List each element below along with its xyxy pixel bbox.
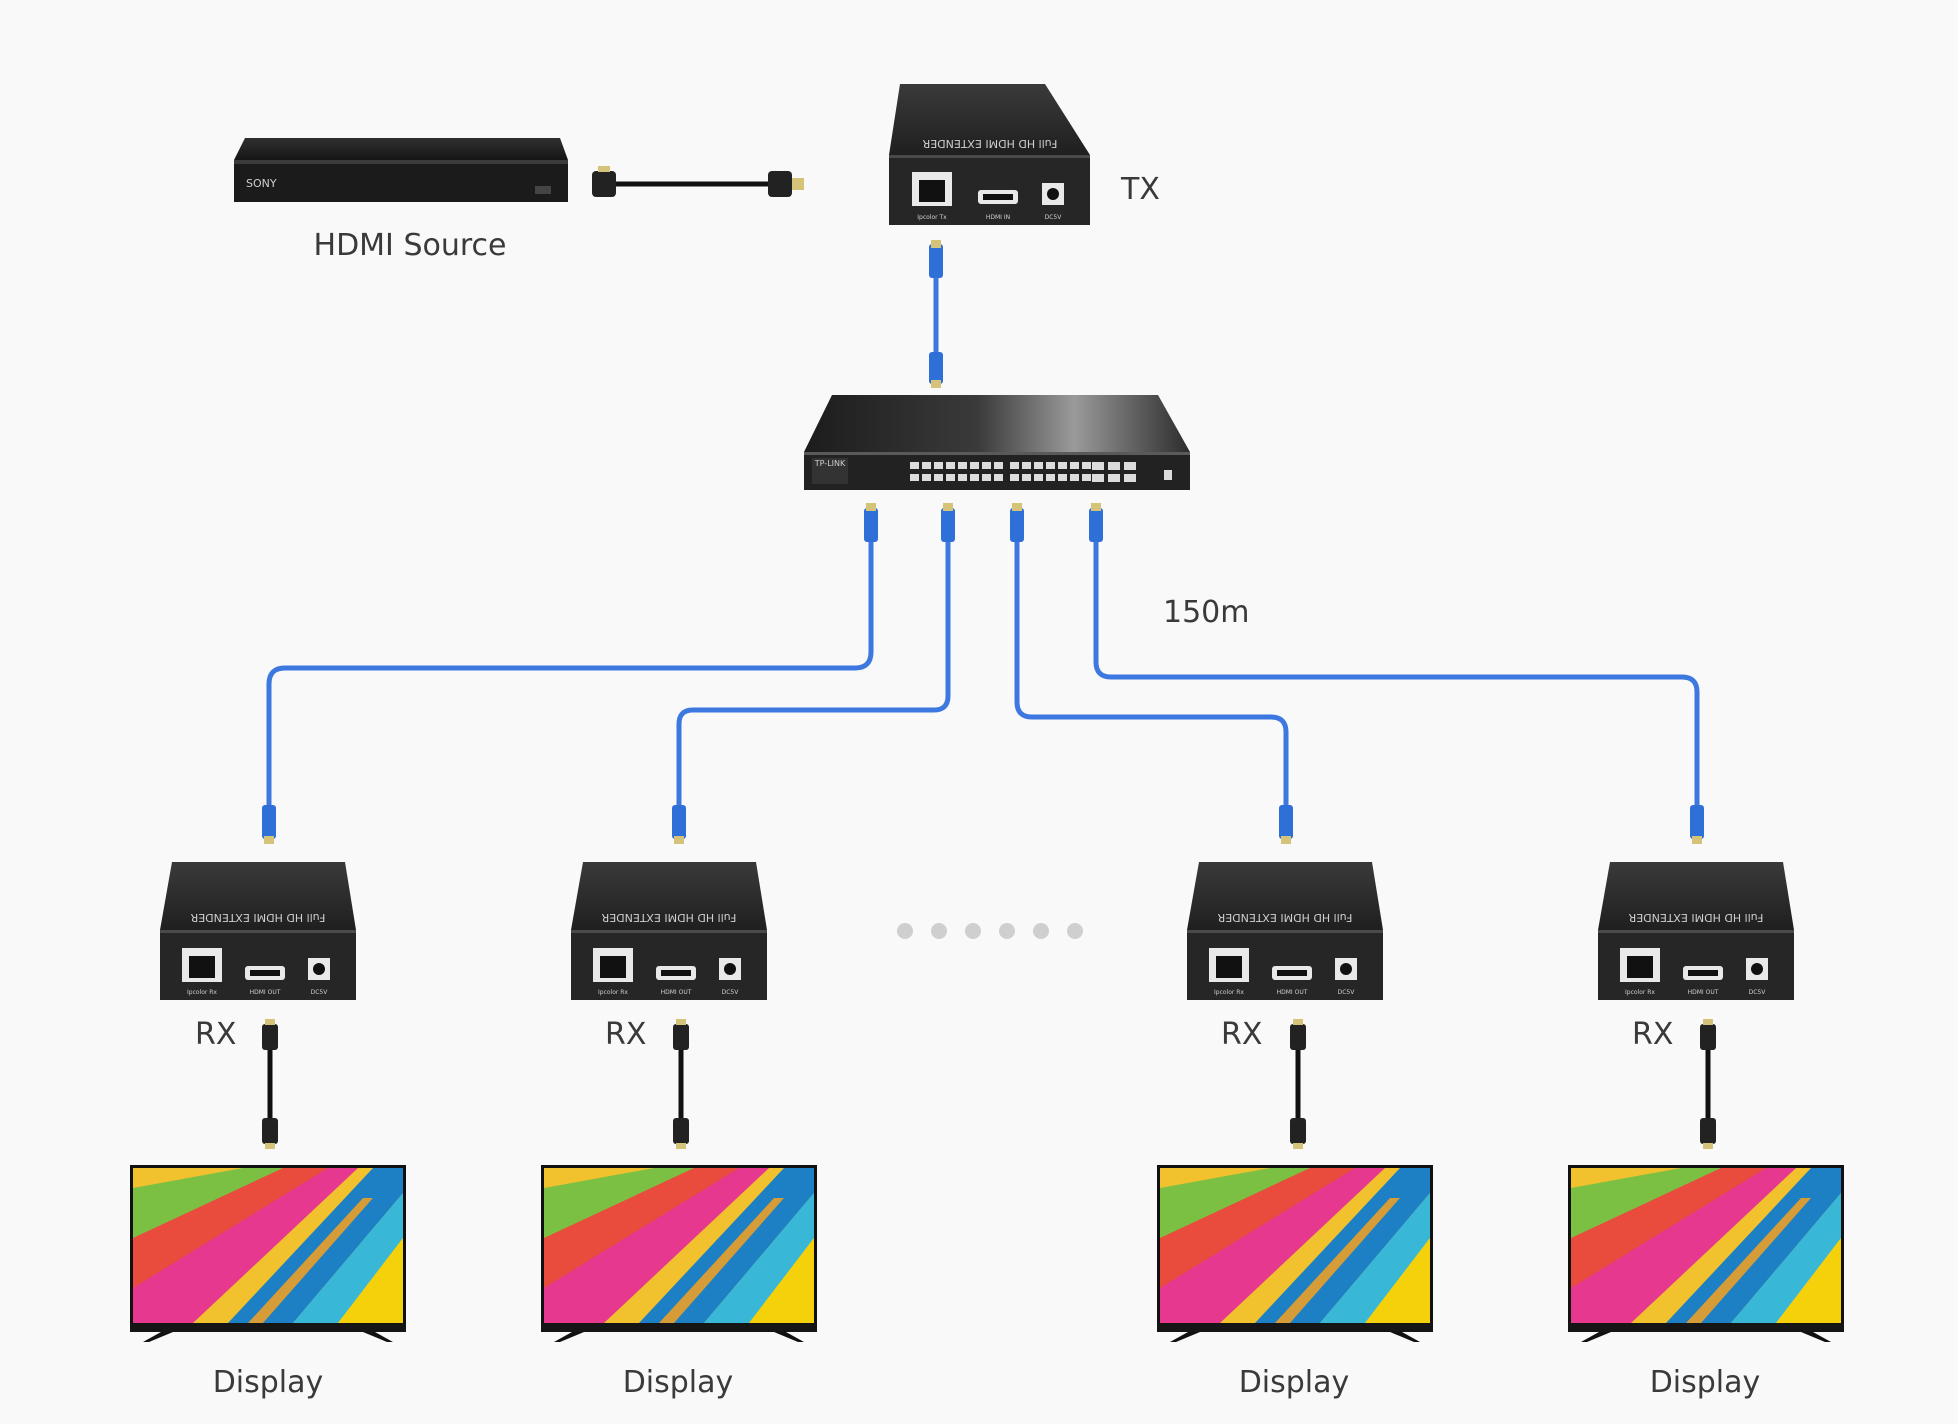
- receiver-group-4: Full HD HDMI EXTENDER Ipcolor Rx HDMI OU…: [1568, 862, 1844, 1400]
- cable-length-label: 150m: [1163, 595, 1249, 630]
- hdmi-source-device: SONY: [234, 138, 568, 202]
- receiver-group-3: Full HD HDMI EXTENDER Ipcolor Rx HDMI OU…: [1157, 862, 1433, 1400]
- rx-port-2-label: HDMI OUT: [1688, 989, 1719, 996]
- hdmi-cable-rx-to-display: [262, 1019, 278, 1149]
- tx-label: TX: [1120, 172, 1160, 207]
- network-switch: TP-LINK: [804, 395, 1190, 490]
- display-label: Display: [1239, 1365, 1350, 1400]
- rx-extender: Full HD HDMI EXTENDER Ipcolor Rx HDMI OU…: [160, 862, 356, 1000]
- rx-extender: Full HD HDMI EXTENDER Ipcolor Rx HDMI OU…: [1187, 862, 1383, 1000]
- switch-brand: TP-LINK: [814, 459, 846, 468]
- hdmi-source-label: HDMI Source: [314, 228, 507, 263]
- display-tv: [541, 1165, 817, 1342]
- rx-label: RX: [195, 1017, 236, 1052]
- hdmi-cable-rx-to-display: [1700, 1019, 1716, 1149]
- tx-top-text: Full HD HDMI EXTENDER: [922, 137, 1057, 150]
- cat-cables: [266, 267, 1700, 808]
- display-label: Display: [1650, 1365, 1761, 1400]
- rx-port-2-label: HDMI OUT: [661, 989, 692, 996]
- tx-port-2-label: HDMI IN: [986, 214, 1010, 221]
- rx-port-1-label: Ipcolor Rx: [1625, 989, 1655, 996]
- rx-extender: Full HD HDMI EXTENDER Ipcolor Rx HDMI OU…: [1598, 862, 1794, 1000]
- display-tv: [1568, 1165, 1844, 1342]
- display-tv: [130, 1165, 406, 1342]
- rx-port-2-label: HDMI OUT: [1277, 989, 1308, 996]
- rx-port-3-label: DC5V: [311, 989, 329, 996]
- hdmi-cable-source-to-tx: [592, 166, 804, 197]
- rx-port-1-label: Ipcolor Rx: [187, 989, 217, 996]
- rx-extender: Full HD HDMI EXTENDER Ipcolor Rx HDMI OU…: [571, 862, 767, 1000]
- rx-top-text: Full HD HDMI EXTENDER: [1217, 911, 1352, 924]
- source-brand: SONY: [246, 177, 277, 190]
- rx-label: RX: [1632, 1017, 1673, 1052]
- rx-port-3-label: DC5V: [722, 989, 740, 996]
- rx-top-text: Full HD HDMI EXTENDER: [601, 911, 736, 924]
- more-devices-ellipsis: [897, 923, 1083, 939]
- display-tv: [1157, 1165, 1433, 1342]
- cable-to-rx-1: [266, 527, 874, 808]
- rx-port-1-label: Ipcolor Rx: [598, 989, 628, 996]
- rx-port-3-label: DC5V: [1338, 989, 1356, 996]
- hdmi-cable-rx-to-display: [1290, 1019, 1306, 1149]
- receiver-group-2: Full HD HDMI EXTENDER Ipcolor Rx HDMI OU…: [541, 862, 817, 1400]
- cable-to-rx-3: [1014, 527, 1289, 808]
- rx-port-1-label: Ipcolor Rx: [1214, 989, 1244, 996]
- receiver-group-1: Full HD HDMI EXTENDER Ipcolor Rx HDMI OU…: [130, 862, 406, 1400]
- cable-to-rx-4: [1093, 527, 1700, 808]
- rx-port-2-label: HDMI OUT: [250, 989, 281, 996]
- hdmi-cable-rx-to-display: [673, 1019, 689, 1149]
- rx-label: RX: [1221, 1017, 1262, 1052]
- display-label: Display: [623, 1365, 734, 1400]
- cable-to-rx-2: [676, 527, 951, 808]
- tx-port-3-label: DC5V: [1045, 214, 1063, 221]
- rj45-connectors: [262, 240, 1704, 844]
- rx-top-text: Full HD HDMI EXTENDER: [190, 911, 325, 924]
- tx-extender: Full HD HDMI EXTENDER Ipcolor Tx HDMI IN…: [889, 84, 1090, 225]
- rx-port-3-label: DC5V: [1749, 989, 1767, 996]
- rx-label: RX: [605, 1017, 646, 1052]
- tx-port-1-label: Ipcolor Tx: [917, 214, 947, 221]
- display-label: Display: [213, 1365, 324, 1400]
- rx-top-text: Full HD HDMI EXTENDER: [1628, 911, 1763, 924]
